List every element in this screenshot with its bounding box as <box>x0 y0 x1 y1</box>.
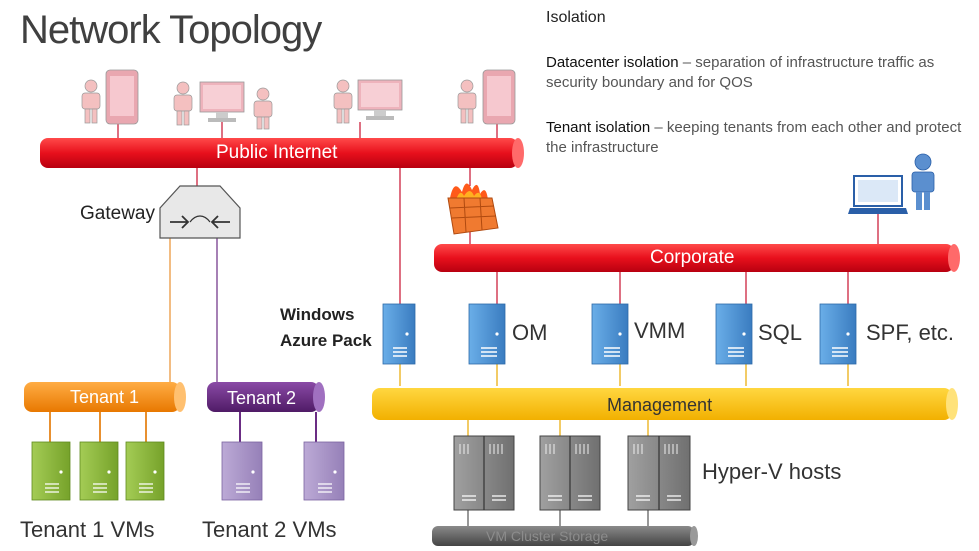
datacenter-isolation-term: Datacenter isolation <box>546 54 679 71</box>
user-icon <box>81 79 101 124</box>
user-icon <box>173 81 193 126</box>
server-icon <box>468 303 506 365</box>
host-rack-icon <box>539 435 601 511</box>
om-label: OM <box>512 320 548 345</box>
public-internet-label: Public Internet <box>216 142 338 163</box>
vm-icon <box>125 441 165 501</box>
corporate-label: Corporate <box>650 247 735 268</box>
tenant-isolation-desc: – keeping tenants from each other and pr… <box>546 119 962 156</box>
management-servers <box>382 303 857 365</box>
vm-icon <box>31 441 71 501</box>
storage-bus <box>432 526 698 546</box>
management-bus <box>372 388 958 420</box>
user-icon <box>253 87 273 130</box>
tenant2-bus <box>207 382 325 412</box>
datacenter-isolation-text: Datacenter isolation – separation of inf… <box>546 53 976 93</box>
corporate-user <box>848 153 935 214</box>
storage-label: VM Cluster Storage <box>486 528 609 544</box>
tablet-icon <box>482 69 516 125</box>
vmm-label: VMM <box>634 318 686 343</box>
internet-users <box>81 69 516 130</box>
firewall-icon <box>447 183 499 235</box>
hyperv-label: Hyper-V hosts <box>702 459 842 484</box>
connector-lines <box>49 122 879 528</box>
wap-label-line2: Azure Pack <box>280 331 372 350</box>
tablet-icon <box>105 69 139 125</box>
server-icon <box>382 303 416 365</box>
wap-label-line1: Windows <box>280 305 355 324</box>
host-rack-icon <box>453 435 515 511</box>
tenant1-vms-label: Tenant 1 VMs <box>20 517 155 542</box>
gateway-label: Gateway <box>80 203 155 224</box>
sql-label: SQL <box>758 320 803 345</box>
gateway-router-icon <box>159 185 241 239</box>
user-icon <box>333 79 353 124</box>
isolation-heading: Isolation <box>546 9 606 26</box>
vm-icon <box>79 441 119 501</box>
corporate-bus <box>434 244 960 272</box>
desktop-icon <box>357 79 403 120</box>
tenant2-vms <box>221 441 345 501</box>
spf-label: SPF, etc. <box>866 320 955 345</box>
host-rack-icon <box>627 435 691 511</box>
tenant-isolation-text: Tenant isolation – keeping tenants from … <box>546 118 976 158</box>
management-label: Management <box>607 395 713 415</box>
server-icon <box>715 303 753 365</box>
tenant2-bus-label: Tenant 2 <box>227 388 297 408</box>
tenant1-vms <box>31 441 165 501</box>
user-icon <box>911 153 935 210</box>
tenant-isolation-term: Tenant isolation <box>546 119 651 136</box>
public-internet-bus <box>40 138 524 168</box>
datacenter-isolation-desc: – separation of infrastructure traffic a… <box>546 54 935 91</box>
hyperv-hosts <box>453 435 691 511</box>
vm-icon <box>303 441 345 501</box>
server-icon <box>819 303 857 365</box>
desktop-icon <box>199 81 245 122</box>
server-icon <box>591 303 629 365</box>
laptop-icon <box>848 175 908 214</box>
tenant1-bus <box>24 382 186 412</box>
user-icon <box>457 79 477 124</box>
page-title: Network Topology <box>20 8 322 52</box>
tenant2-vms-label: Tenant 2 VMs <box>202 517 337 542</box>
vm-icon <box>221 441 263 501</box>
tenant1-bus-label: Tenant 1 <box>70 387 140 407</box>
